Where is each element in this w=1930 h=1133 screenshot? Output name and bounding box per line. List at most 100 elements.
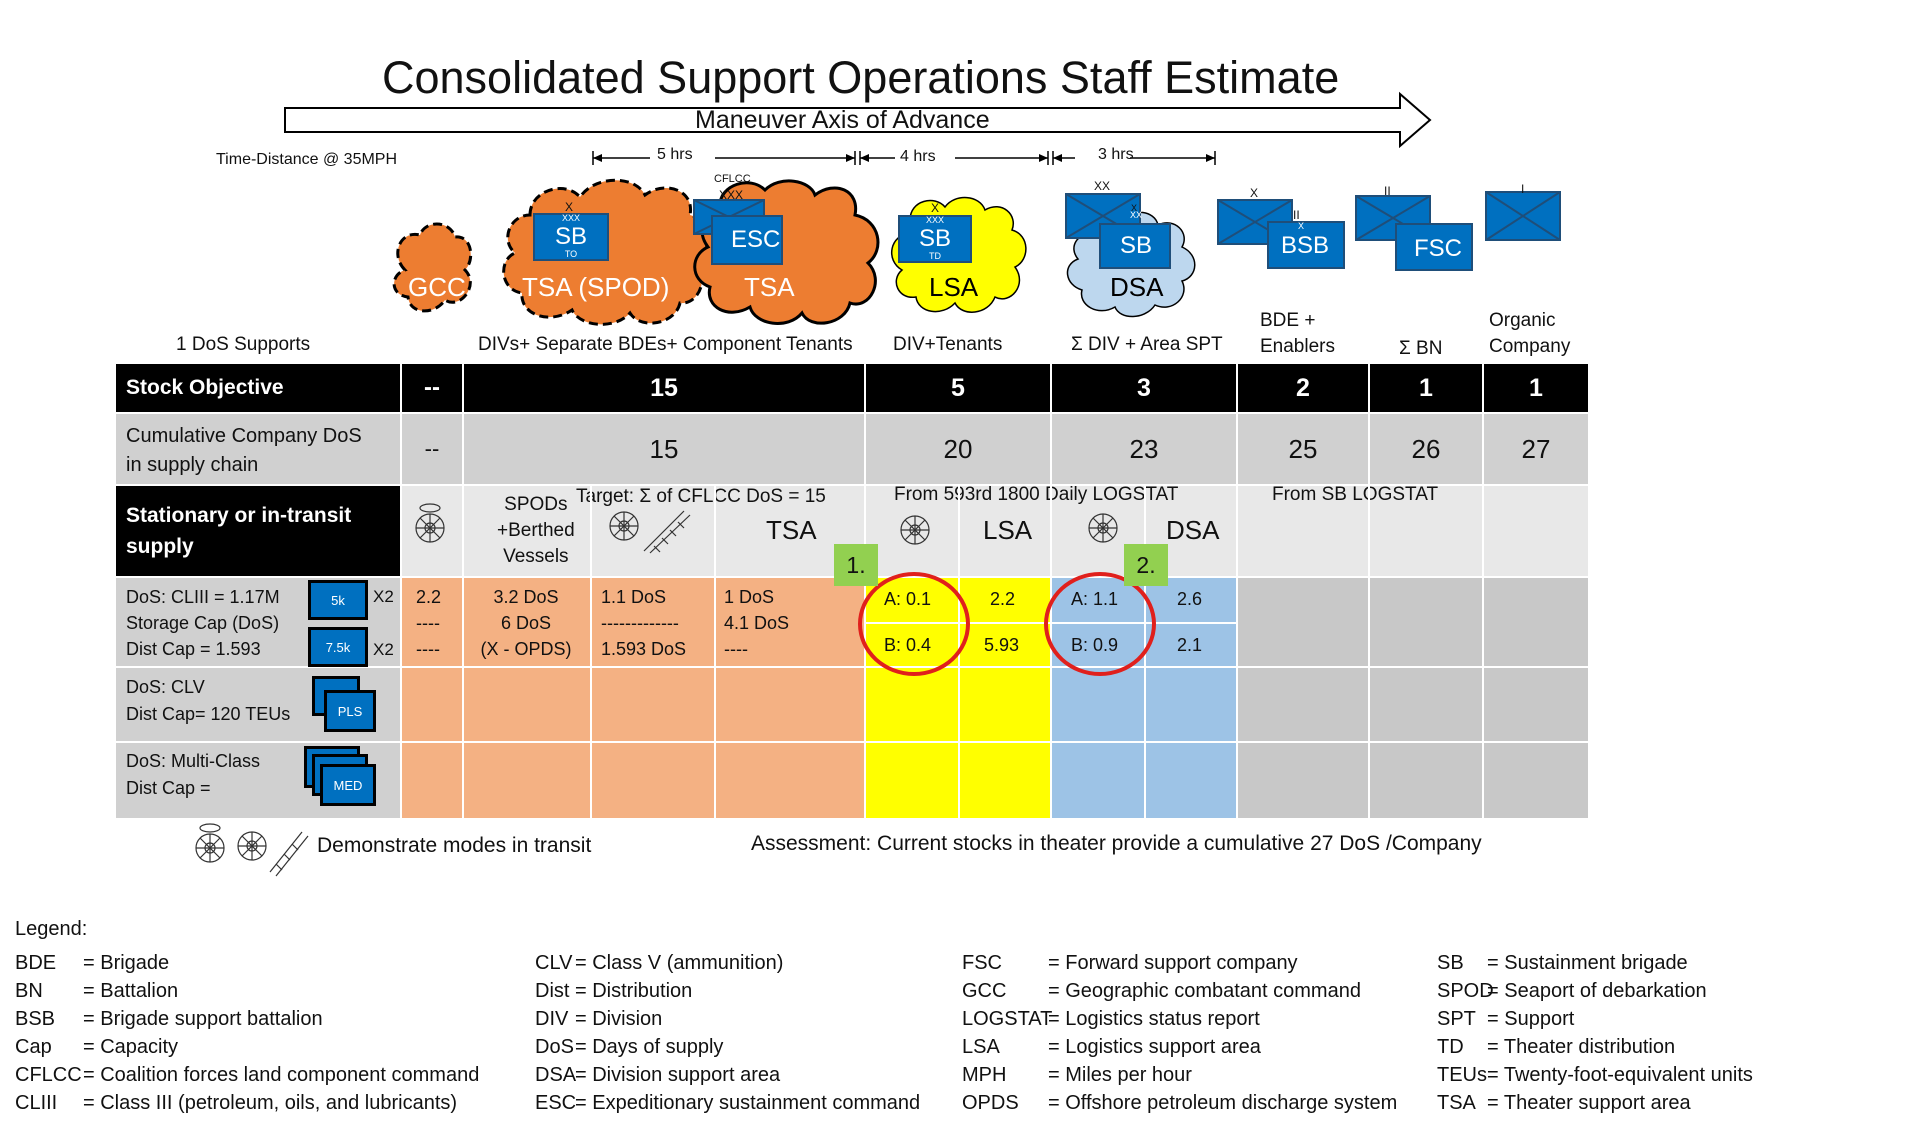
- legend-abbr: FSC: [962, 952, 1002, 974]
- dsa-echelon: XX: [1094, 179, 1111, 193]
- gcc-label: GCC: [408, 272, 466, 302]
- lsa-label: LSA: [929, 272, 979, 302]
- legend-abbr: DIV: [535, 1008, 569, 1030]
- cum-val-lsa: 20: [943, 433, 973, 464]
- sb-logstat-label: From SB LOGSTAT: [1272, 484, 1439, 505]
- legend-abbr: GCC: [962, 980, 1007, 1002]
- legend-entry: DIV = Division: [535, 1005, 920, 1033]
- legend-definition: = Class III (petroleum, oils, and lubric…: [83, 1092, 458, 1114]
- multi-class-label: DoS: Multi-Class Dist Cap =: [126, 751, 261, 798]
- dsa-v2-value: 2.1: [1177, 635, 1203, 655]
- tag-2: 2.: [1124, 544, 1168, 586]
- axis-label: Maneuver Axis of Advance: [695, 106, 990, 134]
- legend-abbr: TSA: [1437, 1092, 1476, 1114]
- legend-abbr: CFLCC: [15, 1064, 82, 1086]
- legend-definition: = Theater distribution: [1487, 1036, 1676, 1058]
- legend-abbr: TD: [1437, 1036, 1464, 1058]
- x2-1: X2: [373, 587, 394, 606]
- cum-val-dsa: 23: [1129, 433, 1159, 464]
- dsa-sb-echelon: XX: [1130, 210, 1143, 220]
- legend-entry: LOGSTAT= Logistics status report: [962, 1005, 1397, 1033]
- legend-abbr: Cap: [15, 1036, 52, 1058]
- col-header-7: Organic Company: [1489, 310, 1571, 357]
- legend-entry: BSB = Brigade support battalion: [15, 1005, 479, 1033]
- legend-abbr: DSA: [535, 1064, 577, 1086]
- legend-abbr: TEUs: [1437, 1064, 1487, 1086]
- legend-definition: = Battalion: [83, 980, 179, 1002]
- legend-abbr: SB: [1437, 952, 1464, 974]
- legend-entry: GCC= Geographic combatant command: [962, 977, 1397, 1005]
- legend-abbr: BSB: [15, 1008, 56, 1030]
- legend-definition: = Offshore petroleum discharge system: [1048, 1092, 1398, 1114]
- legend-definition: = Class V (ammunition): [575, 952, 784, 974]
- legend-entry: TEUs= Twenty-foot-equivalent units: [1437, 1061, 1753, 1089]
- legend-abbr: OPDS: [962, 1092, 1019, 1114]
- time-span-1: 5 hrs: [657, 146, 693, 163]
- legend-entry: BN = Battalion: [15, 977, 479, 1005]
- legend-entry: SPT= Support: [1437, 1005, 1753, 1033]
- sb-td-unit-icon: XXX SB TD: [898, 215, 972, 263]
- fsc-ii: II: [1384, 184, 1391, 198]
- legend-abbr: CLIII: [15, 1092, 58, 1114]
- time-span-2: 4 hrs: [900, 148, 936, 165]
- legend-entry: TSA= Theater support area: [1437, 1089, 1753, 1117]
- col-header-4: Σ DIV + Area SPT: [1071, 334, 1223, 355]
- logstat-label: From 593rd 1800 Daily LOGSTAT: [894, 484, 1179, 505]
- lsa-rail-icon: [900, 515, 930, 545]
- cum-val-co: 27: [1521, 433, 1551, 464]
- stock-val-bn: 1: [1419, 373, 1433, 402]
- dsa-sb-label: SB: [1120, 232, 1153, 259]
- cum-val-bn: 26: [1411, 433, 1441, 464]
- tsa1-cliii-values: 1.1 DoS ------------- 1.593 DoS: [601, 587, 687, 659]
- legend-abbr: LSA: [962, 1036, 1000, 1058]
- esc-echelon: XXX: [719, 188, 744, 202]
- med-icon: MED: [320, 764, 376, 806]
- legend-entry: ESC= Expeditionary sustainment command: [535, 1089, 920, 1117]
- col-header-2: DIVs+ Separate BDEs+ Component Tenants: [478, 334, 853, 355]
- time-distance-arrows: [592, 151, 1216, 165]
- sb-to-unit-icon: XXX SB TO: [533, 213, 609, 261]
- tag-1: 1.: [834, 544, 878, 586]
- cum-val-tsa: 15: [649, 433, 679, 464]
- dsa-sb-x: X: [1131, 203, 1138, 213]
- bsb-echelon: X: [1250, 186, 1259, 200]
- tsa-label: TSA: [744, 272, 795, 302]
- stationary-label: Stationary or in-transit supply: [126, 504, 352, 558]
- legend-entry: DSA= Division support area: [535, 1061, 920, 1089]
- target-label: Target: Σ of CFLCC DoS = 15: [576, 486, 826, 507]
- legend-abbr: BN: [15, 980, 43, 1002]
- lsa-row-label: LSA: [983, 515, 1033, 545]
- legend-definition: = Division: [575, 1008, 663, 1030]
- dsa-row-label: DSA: [1166, 515, 1220, 545]
- x2-2: X2: [373, 640, 394, 659]
- bsb-label: BSB: [1281, 232, 1330, 259]
- cum-val-gcc: --: [424, 436, 440, 461]
- legend-entry: OPDS = Offshore petroleum discharge syste…: [962, 1089, 1397, 1117]
- tsa-row-label: TSA: [766, 515, 817, 545]
- dsa-unit-icon: [1065, 193, 1171, 269]
- legend-entry: SB= Sustainment brigade: [1437, 949, 1753, 977]
- legend-abbr: MPH: [962, 1064, 1007, 1086]
- clv-label: DoS: CLV Dist Cap= 120 TEUs: [126, 677, 291, 724]
- legend-definition: = Support: [1487, 1008, 1575, 1030]
- legend-definition: = Expeditionary sustainment command: [575, 1092, 921, 1114]
- legend-definition: = Twenty-foot-equivalent units: [1487, 1064, 1753, 1086]
- col-header-1: 1 DoS Supports: [176, 334, 311, 355]
- gcc-cliii-values: 2.2 ---- ----: [416, 587, 442, 659]
- bsb-x: X: [1298, 221, 1305, 231]
- spod-cliii-values: 3.2 DoS 6 DoS (X - OPDS): [480, 587, 572, 659]
- organic-company-icon: [1485, 191, 1561, 241]
- legend-entry: SPOD= Seaport of debarkation: [1437, 977, 1753, 1005]
- lsa-v2-value: 5.93: [984, 635, 1020, 655]
- legend-entry: CFLCC= Coalition forces land component c…: [15, 1061, 479, 1089]
- forward-data-block: [1238, 578, 1588, 818]
- col-header-5: BDE + Enablers: [1260, 310, 1335, 357]
- stationary-label-bg: [116, 486, 400, 576]
- transit-modes-icon: [195, 823, 309, 877]
- legend-abbr: LOGSTAT: [962, 1008, 1053, 1030]
- bsb-ii: II: [1293, 208, 1300, 222]
- page-title: Consolidated Support Operations Staff Es…: [382, 52, 1340, 103]
- legend-definition: = Brigade support battalion: [83, 1008, 323, 1030]
- legend-entry: TD = Theater distribution: [1437, 1033, 1753, 1061]
